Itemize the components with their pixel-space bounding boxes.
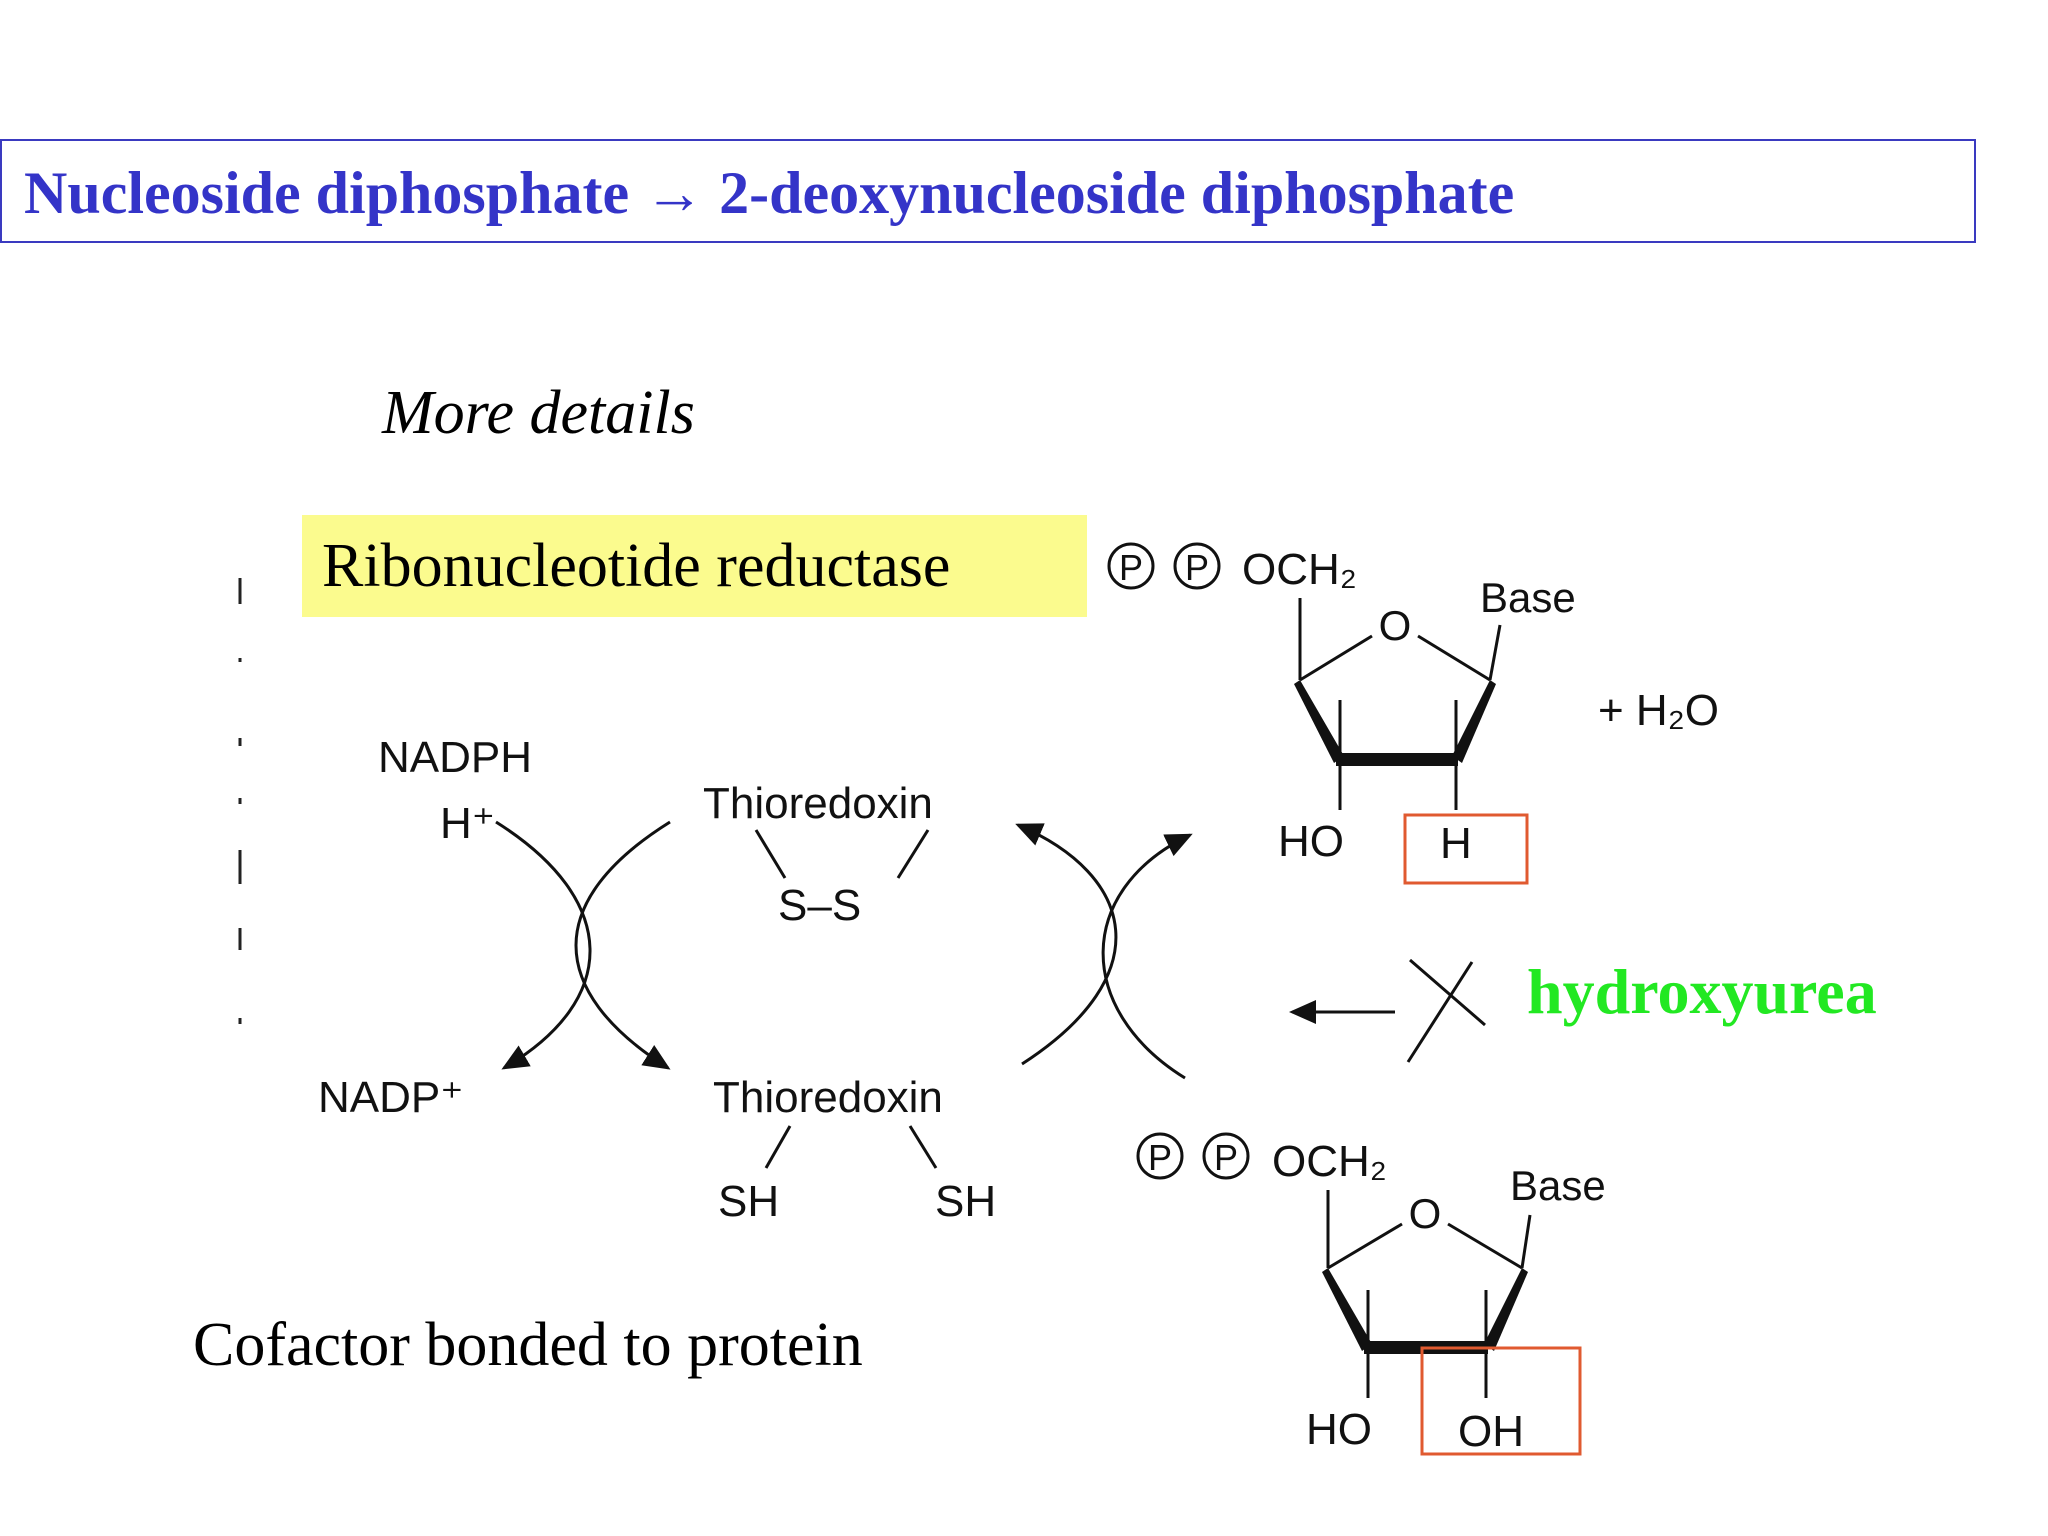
phosphate-label: P (1185, 547, 1209, 588)
enzyme-highlight: Ribonucleotide reductase (302, 515, 1087, 617)
ho-label: HO (1278, 817, 1344, 866)
inhibition-cross (1409, 958, 1486, 1027)
thioredoxin-oxidation-arrow (1015, 823, 1118, 1066)
phosphate-circle (1136, 1132, 1184, 1180)
nadph-label: NADPH (378, 733, 532, 782)
enzyme-label: Ribonucleotide reductase (322, 532, 951, 600)
phosphate-circle (1107, 542, 1155, 590)
phosphate-label: P (1148, 1137, 1172, 1178)
inhibitor-label: hydroxyurea (1527, 956, 1877, 1027)
substrate-to-product-arrow (1101, 833, 1193, 1080)
phosphate-label: P (1119, 547, 1143, 588)
ss-bond-right (896, 829, 930, 879)
thioredoxin-reduction-arrow (574, 820, 671, 1070)
nadph-to-nadp-arrow (495, 820, 592, 1070)
title-box: Nucleoside diphosphate → 2-deoxynucleosi… (0, 139, 1976, 243)
thioredoxin-red-label: Thioredoxin (713, 1073, 943, 1122)
nadp-plus-label: NADP⁺ (318, 1073, 463, 1122)
phosphate-label: P (1214, 1137, 1238, 1178)
deoxy-highlight-box (1403, 813, 1529, 885)
ribose-oh-highlight-box (1420, 1346, 1582, 1456)
page-title: Nucleoside diphosphate → 2-deoxynucleosi… (24, 160, 1515, 226)
h-label: H (1440, 819, 1472, 868)
ribonucleotide-substrate-structure: P P OCH₂ Base O HO OH (1136, 1132, 1606, 1456)
deoxy-product-structure: P P OCH₂ Base O HO H (1107, 542, 1576, 885)
ho-label: HO (1306, 1405, 1372, 1454)
water-label: + H₂O (1598, 686, 1719, 735)
ring-oxygen-label: O (1409, 1190, 1442, 1237)
base-label: Base (1510, 1162, 1606, 1209)
thioredoxin-ox-label: Thioredoxin (703, 779, 933, 828)
disulfide-label: S–S (778, 881, 861, 930)
inhibition-cross (1406, 961, 1474, 1063)
subtitle: More details (382, 379, 695, 447)
och2-label: OCH₂ (1242, 545, 1357, 594)
sh-bond-left (764, 1125, 792, 1169)
och2-label: OCH₂ (1272, 1137, 1387, 1186)
phosphate-circle (1202, 1132, 1250, 1180)
phosphate-circle (1173, 542, 1221, 590)
sh-right-label: SH (935, 1177, 996, 1226)
sh-left-label: SH (718, 1177, 779, 1226)
cofactor-note: Cofactor bonded to protein (193, 1311, 863, 1379)
h-plus-label: H⁺ (440, 799, 495, 848)
oh-label: OH (1458, 1407, 1524, 1456)
ss-bond-left (754, 829, 787, 879)
sh-bond-right (908, 1125, 938, 1169)
ring-oxygen-label: O (1379, 602, 1412, 649)
base-label: Base (1480, 574, 1576, 621)
